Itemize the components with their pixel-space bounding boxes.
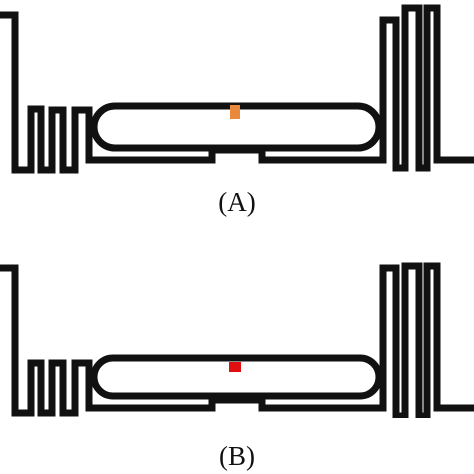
caption-a: (A) xyxy=(218,187,256,217)
antenna-b-loop xyxy=(90,354,383,400)
antenna-a-svg xyxy=(0,4,474,174)
feed-point-a xyxy=(230,105,240,119)
feed-point-b xyxy=(229,362,241,372)
caption-b: (B) xyxy=(219,441,255,471)
antenna-diagram-a xyxy=(0,0,474,180)
antenna-diagram-b xyxy=(0,238,474,418)
antenna-b-svg xyxy=(0,262,474,418)
antenna-b-trace xyxy=(0,262,474,418)
antenna-a-trace xyxy=(0,4,474,174)
